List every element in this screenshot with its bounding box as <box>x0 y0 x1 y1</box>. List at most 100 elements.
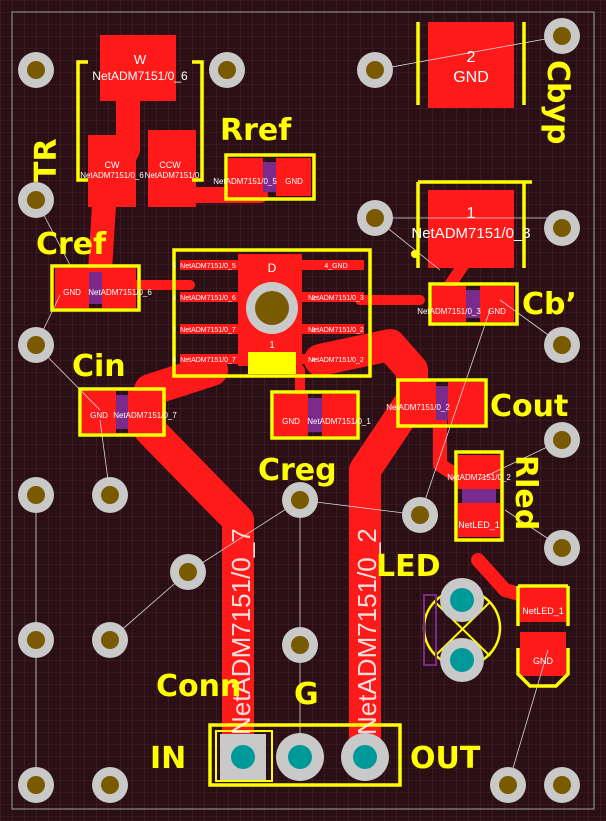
ic-pin-l1 <box>180 260 238 270</box>
cbyp-pad2-net: GND <box>453 69 489 86</box>
cref-pad1-net: NetADM7151/0_6 <box>88 288 152 297</box>
designator-creg: Creg <box>258 453 337 488</box>
designator-cbyp: Cbyp <box>540 60 575 145</box>
cin-pad-1 <box>128 391 162 433</box>
ic-pin-num-3: 3 <box>312 328 316 334</box>
designator-cout: Cout <box>490 389 568 424</box>
designator-in: IN <box>150 741 186 776</box>
led-pad-k <box>520 632 566 676</box>
led-pads <box>440 578 484 682</box>
ic-pin-num-6: 6 <box>173 296 177 302</box>
designator-cb: Cb’ <box>522 287 577 322</box>
tr-w-label: W <box>134 52 147 67</box>
ic-right-net-1: 4_GND <box>324 263 347 270</box>
pad-details <box>89 162 496 503</box>
via <box>18 622 54 658</box>
designator-tr: TR <box>29 138 64 182</box>
tr-w-net-label: NetADM7151/0_6 <box>92 69 188 83</box>
via <box>544 530 580 566</box>
connector-pads <box>220 733 389 781</box>
vias <box>18 18 580 803</box>
via <box>170 554 206 590</box>
tr-outline <box>76 60 204 182</box>
cin-outline <box>78 387 166 437</box>
via <box>544 210 580 246</box>
cref-outline <box>50 264 141 312</box>
cout-pad1-net: NetADM7151/0_2 <box>386 403 450 412</box>
creg-outline <box>270 390 360 440</box>
tr-pad-ccw <box>148 130 196 207</box>
cout-pad-2 <box>448 382 484 424</box>
designator-led: LED <box>376 549 441 584</box>
designator-rref: Rref <box>220 113 292 148</box>
cref-pad-2 <box>55 268 89 308</box>
ic-left-net-4: NetADM7151/0_7 <box>180 357 236 364</box>
via <box>209 52 245 88</box>
via <box>357 200 393 236</box>
conn-outline <box>208 723 402 787</box>
ic-pin-num-8: 8 <box>173 358 177 364</box>
ic-pin-r2 <box>302 292 364 302</box>
board-outline <box>11 11 595 810</box>
cref-pad2-net: GND <box>63 288 81 297</box>
ic-right-net-2: NetADM7151/0_3 <box>308 295 364 302</box>
via <box>18 182 54 218</box>
via <box>544 767 580 803</box>
designator-rled: Rled <box>508 455 543 530</box>
creg-pad1-net: NetADM7151/0_1 <box>307 417 371 426</box>
ic-right-net-4: NetADM7151/0_2 <box>308 357 364 364</box>
cb-outline <box>428 282 519 326</box>
rled-pad1-net: NetADM7151/0_2 <box>447 473 511 482</box>
cbyp-pad2-number: 2 <box>467 49 476 66</box>
designator-g: G <box>294 677 319 712</box>
designator-cin: Cin <box>72 349 126 384</box>
copper-pads <box>55 22 566 676</box>
via <box>18 52 54 88</box>
led-pad-a-net: NetLED_1 <box>522 606 564 616</box>
via <box>282 482 318 518</box>
creg-pad2-net: GND <box>282 417 300 426</box>
ic-pin-num-4: 4 <box>312 358 316 364</box>
tr-cw-net-label: NetADM7151/0_6 <box>80 171 144 180</box>
designator-cref: Cref <box>36 227 107 262</box>
ic-pin-r1 <box>302 260 364 270</box>
tr-ccw-label: CCW <box>159 160 181 170</box>
ic-outline <box>172 248 372 378</box>
ic-pin1-label: 1 <box>269 340 275 351</box>
led-pad-k-net: GND <box>533 656 554 666</box>
ic-right-net-3: NetADM7151/0_2 <box>308 327 364 334</box>
designator-out: OUT <box>410 741 481 776</box>
via <box>544 18 580 54</box>
via <box>402 497 438 533</box>
trace-net-2-label: NetADM7151/0_2 <box>352 528 382 735</box>
via <box>18 327 54 363</box>
via <box>92 767 128 803</box>
creg-pad-1 <box>322 394 356 436</box>
via <box>357 52 393 88</box>
ic-pin-l2 <box>180 292 238 302</box>
cin-pad1-net: NetADM7151/0_7 <box>113 411 177 420</box>
cb-pad2-net: GND <box>488 307 506 316</box>
via <box>282 627 318 663</box>
ic-pin-r4 <box>302 354 364 364</box>
ic-left-net-3: NetADM7151/0_7 <box>180 327 236 334</box>
rref-pad2-net: GND <box>285 177 303 186</box>
led-outline <box>516 584 570 688</box>
ic-pin-r3 <box>302 324 364 334</box>
ic-pin1-marker <box>248 352 296 374</box>
cb-pad-1 <box>432 286 466 322</box>
rref-outline <box>224 153 316 201</box>
cref-pad-1 <box>102 268 136 308</box>
cbyp-pad1-net: NetADM7151/0_3 <box>411 225 530 242</box>
rref-pad-1 <box>228 158 263 196</box>
cb-pad1-net: NetADM7151/0_3 <box>417 307 481 316</box>
ic-center-hole <box>246 282 298 334</box>
cbyp-pad-1 <box>428 190 514 268</box>
ic-pin-num-2: 2 <box>312 296 316 302</box>
cout-pad-1 <box>400 382 436 424</box>
creg-pad-2 <box>274 394 308 436</box>
rled-outline <box>454 450 504 542</box>
ic-pin-num-7: 7 <box>173 328 177 334</box>
ic-pin-l4 <box>180 354 238 364</box>
